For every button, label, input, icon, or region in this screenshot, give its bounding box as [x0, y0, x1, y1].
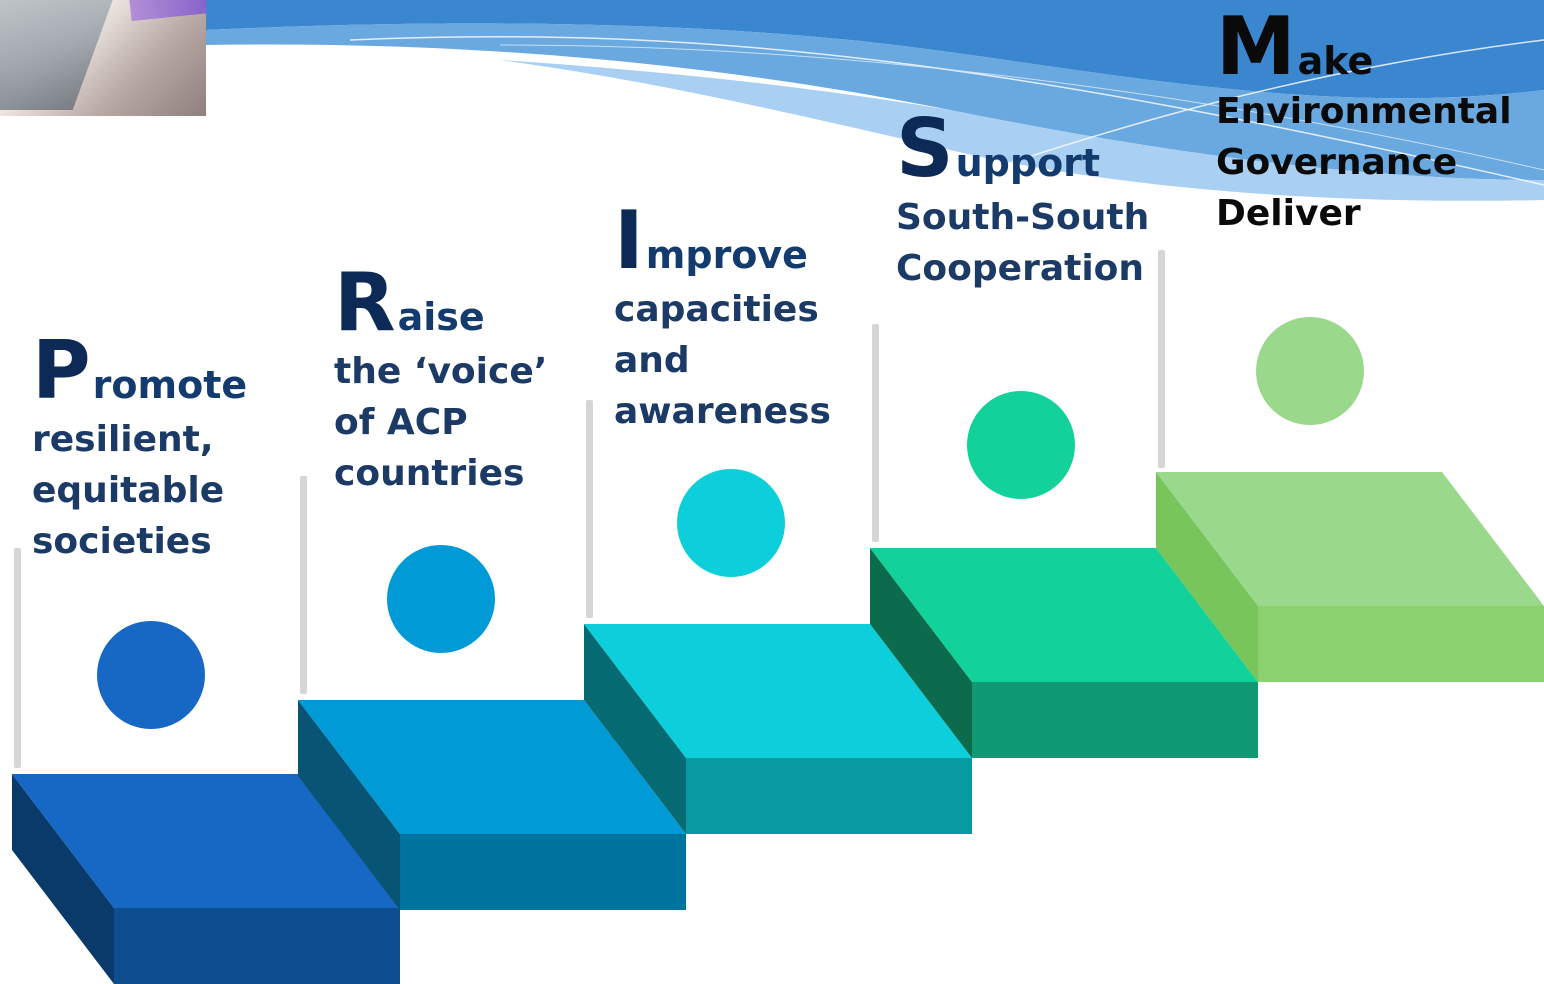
wave-dark	[206, 0, 1544, 99]
step-line: societies	[32, 521, 212, 562]
step-title-rest: ake	[1297, 39, 1374, 83]
step-label-4: S upport South-South Cooperation	[896, 102, 1149, 294]
step-line: countries	[334, 453, 525, 494]
step-initial: R	[334, 256, 396, 349]
step-top-face	[298, 700, 686, 834]
step-initial: I	[614, 194, 644, 287]
step-top-face	[12, 774, 400, 908]
step-front-face	[686, 758, 972, 834]
step-line: Governance	[1216, 142, 1458, 183]
step-top-face	[584, 624, 972, 758]
wave-line-3	[499, 44, 1544, 171]
step-label-2: R aise the ‘voice’ of ACP countries	[334, 256, 547, 499]
step-title-3: I mprove	[614, 194, 831, 287]
step-front-face	[400, 834, 686, 910]
connector-line-3	[586, 400, 593, 618]
step-circle	[387, 545, 495, 653]
step-line: the ‘voice’	[334, 351, 548, 392]
step-side-face	[870, 548, 972, 758]
step-line: South-South	[896, 197, 1150, 238]
wave-line-2	[899, 39, 1544, 201]
step-label-3: I mprove capacities and awareness	[614, 194, 831, 437]
step-line: capacities	[614, 289, 819, 330]
step-line: of ACP	[334, 402, 468, 443]
step-circle	[967, 391, 1075, 499]
step-front-face	[1258, 606, 1544, 682]
step-circle	[677, 469, 785, 577]
wave-line-1	[349, 35, 1544, 186]
step-description-5: Environmental Governance Deliver	[1216, 86, 1512, 239]
step-line: equitable	[32, 470, 225, 511]
step-title-rest: upport	[955, 141, 1101, 185]
step-description-2: the ‘voice’ of ACP countries	[334, 346, 547, 499]
step-line: awareness	[614, 391, 831, 432]
step-circle	[1256, 317, 1364, 425]
step-line: Cooperation	[896, 248, 1145, 289]
step-title-5: M ake	[1216, 0, 1512, 93]
corner-photo	[0, 0, 206, 116]
connector-line-1	[14, 548, 21, 768]
step-side-face	[12, 774, 114, 984]
step-top-face	[870, 548, 1258, 682]
step-title-1: P romote	[32, 324, 248, 417]
wave-mid	[206, 23, 1544, 180]
step-title-2: R aise	[334, 256, 547, 349]
wave-light	[500, 60, 1544, 201]
connector-line-4	[872, 324, 879, 542]
step-side-face	[298, 700, 400, 910]
step-side-face	[584, 624, 686, 834]
step-description-1: resilient, equitable societies	[32, 414, 247, 567]
step-title-rest: romote	[92, 363, 248, 407]
step-description-4: South-South Cooperation	[896, 192, 1149, 294]
step-side-face	[1156, 472, 1258, 682]
step-initial: S	[896, 102, 954, 195]
step-front-face	[114, 908, 400, 984]
connector-line-5	[1158, 250, 1165, 468]
step-top-face	[1156, 472, 1544, 606]
step-title-rest: aise	[397, 295, 485, 339]
step-initial: P	[32, 324, 91, 417]
step-line: resilient,	[32, 419, 214, 460]
step-description-3: capacities and awareness	[614, 284, 831, 437]
step-title-4: S upport	[896, 102, 1149, 195]
step-line: and	[614, 340, 690, 381]
connector-line-2	[300, 476, 307, 694]
step-label-5: M ake Environmental Governance Deliver	[1216, 0, 1512, 239]
step-title-rest: mprove	[645, 233, 808, 277]
step-front-face	[972, 682, 1258, 758]
step-initial: M	[1216, 0, 1296, 93]
step-line: Environmental	[1216, 91, 1512, 132]
step-line: Deliver	[1216, 193, 1361, 234]
step-circle	[97, 621, 205, 729]
step-label-1: P romote resilient, equitable societies	[32, 324, 248, 567]
